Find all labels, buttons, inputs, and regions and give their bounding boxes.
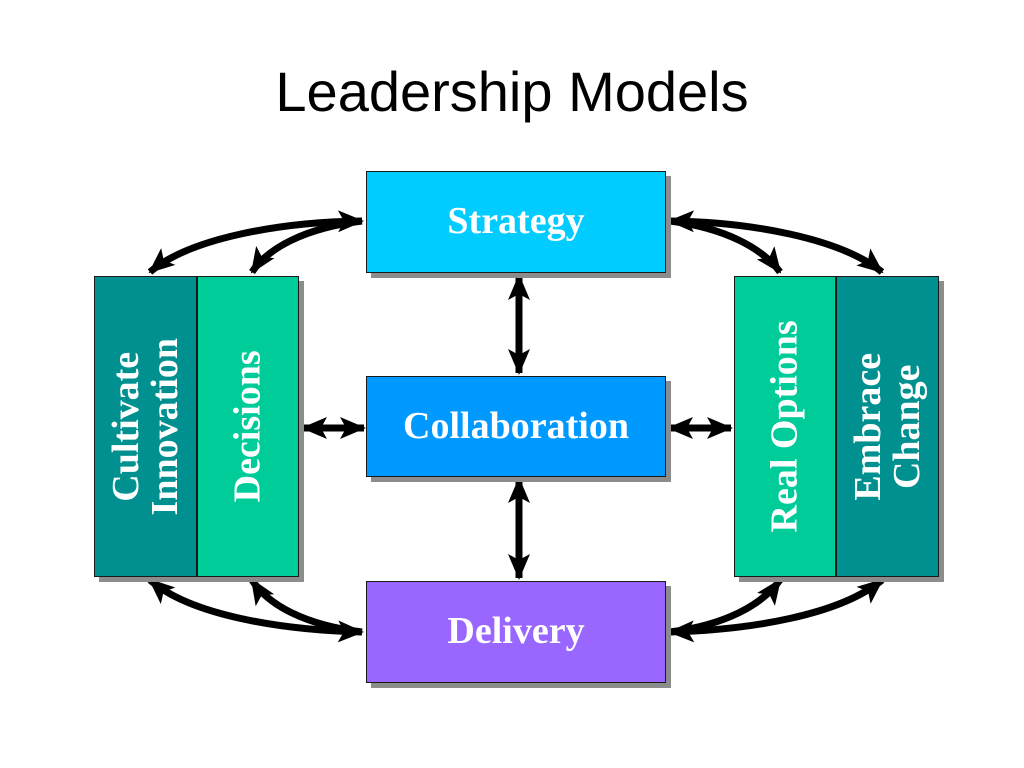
arrow-strategy-realoptions: [669, 217, 783, 275]
collaboration-box: Collaboration: [366, 376, 666, 477]
decisions-label: Decisions: [226, 350, 269, 503]
cultivate-innovation-box: Cultivate Innovation: [94, 276, 197, 577]
arrow-strategy-embrace: [668, 210, 885, 275]
real-options-line: Real Options: [763, 320, 806, 533]
decisions-line: Decisions: [226, 350, 269, 503]
arrow-delivery-decisions: [249, 578, 363, 636]
delivery-label: Delivery: [447, 610, 585, 653]
strategy-label: Strategy: [447, 200, 585, 243]
page-title: Leadership Models: [275, 60, 749, 123]
cultivate-line: Cultivate: [104, 351, 147, 502]
collaboration-label: Collaboration: [403, 404, 629, 447]
embrace-line: Embrace: [846, 352, 889, 501]
strategy-box: Strategy: [366, 171, 666, 273]
innovation-line: Innovation: [143, 337, 186, 516]
embrace-change-label: Embrace Change: [846, 352, 928, 501]
decisions-box: Decisions: [197, 276, 299, 577]
arrow-strategy-cultivate: [147, 210, 364, 275]
embrace-change-box: Embrace Change: [836, 276, 939, 577]
arrow-strategy-decisions: [249, 217, 363, 275]
cultivate-innovation-label: Cultivate Innovation: [104, 337, 186, 516]
delivery-box: Delivery: [366, 581, 666, 683]
arrow-delivery-realoptions: [669, 577, 783, 636]
real-options-box: Real Options: [734, 276, 836, 577]
arrow-delivery-embrace: [668, 577, 885, 643]
real-options-label: Real Options: [763, 320, 806, 533]
arrow-delivery-cultivate: [147, 577, 364, 643]
change-line: Change: [885, 364, 928, 489]
